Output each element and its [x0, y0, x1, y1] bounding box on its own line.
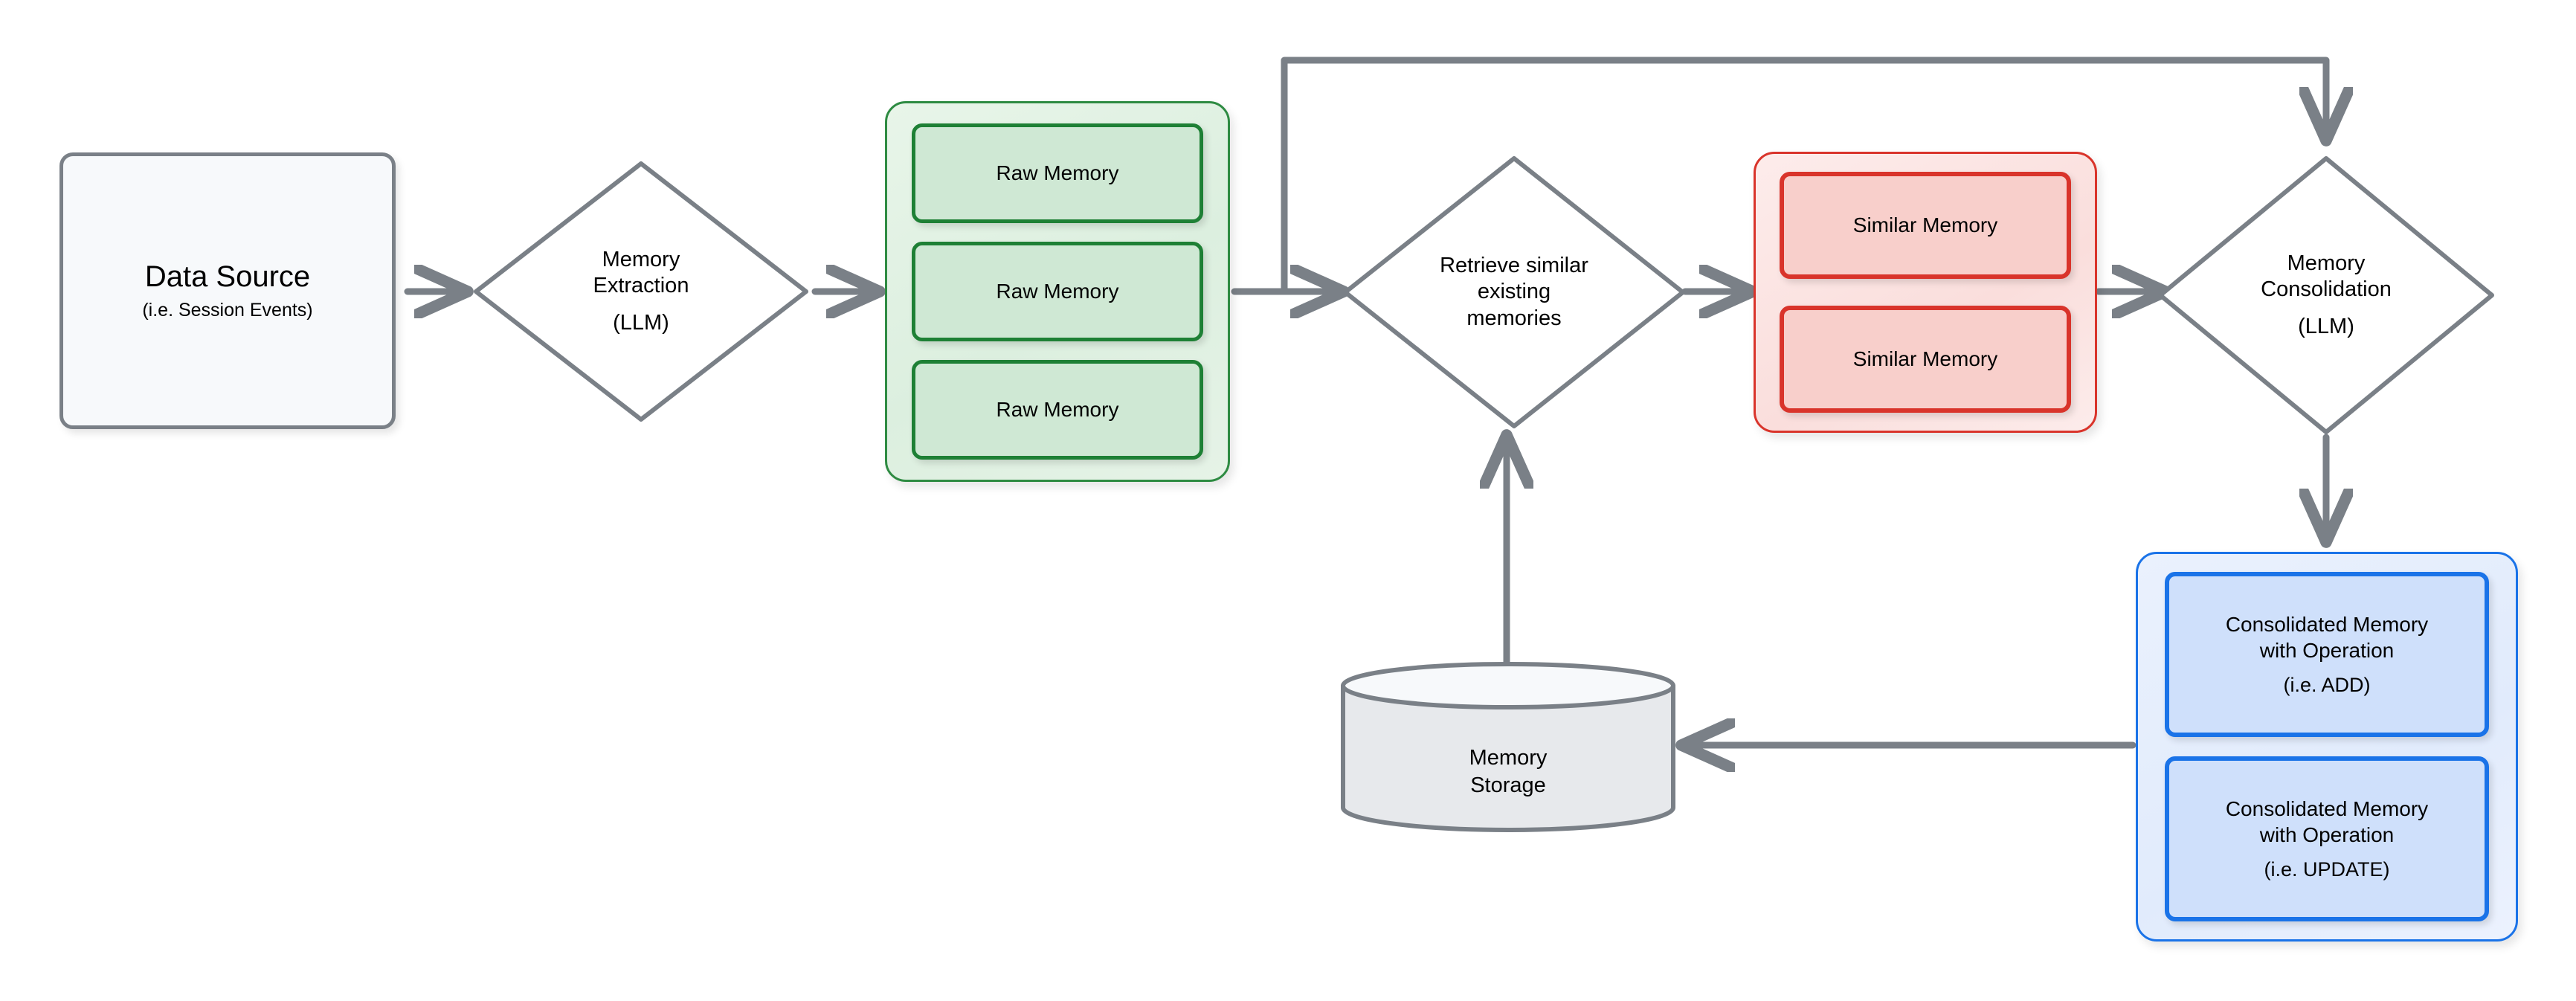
memory-consolidation-subtitle: (LLM)	[2298, 314, 2354, 338]
chip-raw-memory-2[interactable]: Raw Memory	[912, 242, 1203, 341]
chip-similar-memory-1[interactable]: Similar Memory	[1780, 172, 2071, 279]
memory-consolidation-line1: Memory	[2287, 251, 2366, 275]
node-data-source[interactable]: Data Source (i.e. Session Events)	[59, 152, 396, 429]
memory-extraction-subtitle: (LLM)	[613, 310, 669, 335]
group-consolidated-memory[interactable]: Consolidated Memory with Operation (i.e.…	[2136, 552, 2518, 942]
consolidated-memory-update-line2: with Operation	[2259, 823, 2395, 846]
node-memory-extraction[interactable]: Memory Extraction (LLM)	[470, 158, 812, 425]
consolidated-memory-update-subtitle: (i.e. UPDATE)	[2264, 857, 2390, 881]
memory-storage-line1: Memory	[1469, 746, 1548, 770]
consolidated-memory-add-line1: Consolidated Memory	[2225, 613, 2429, 637]
retrieve-similar-label: Retrieve similar existing memories	[1371, 153, 1657, 431]
memory-storage-label: Memory Storage	[1339, 660, 1678, 858]
retrieve-similar-line1: Retrieve similar	[1440, 253, 1588, 277]
raw-memory-label-3: Raw Memory	[996, 397, 1119, 421]
memory-consolidation-label: Memory Consolidation (LLM)	[2189, 153, 2463, 437]
consolidated-memory-add-line2: with Operation	[2259, 638, 2395, 662]
raw-memory-label-1: Raw Memory	[996, 161, 1119, 184]
chip-raw-memory-1[interactable]: Raw Memory	[912, 123, 1203, 223]
group-raw-memory[interactable]: Raw Memory Raw Memory Raw Memory	[885, 101, 1230, 482]
group-similar-memory[interactable]: Similar Memory Similar Memory	[1754, 152, 2097, 433]
consolidated-memory-add-subtitle: (i.e. ADD)	[2283, 673, 2371, 696]
similar-memory-label-2: Similar Memory	[1852, 347, 1998, 370]
raw-memory-label-2: Raw Memory	[996, 279, 1119, 303]
node-retrieve-similar-memories[interactable]: Retrieve similar existing memories	[1340, 153, 1688, 431]
node-memory-storage[interactable]: Memory Storage	[1339, 660, 1678, 833]
memory-storage-cylinder-shape	[1341, 662, 1675, 832]
data-source-title: Data Source	[144, 260, 311, 294]
similar-memory-label-1: Similar Memory	[1852, 213, 1998, 236]
memory-consolidation-diamond-shape	[2158, 156, 2494, 434]
node-memory-consolidation[interactable]: Memory Consolidation (LLM)	[2155, 153, 2497, 437]
data-source-subtitle: (i.e. Session Events)	[142, 299, 313, 321]
chip-raw-memory-3[interactable]: Raw Memory	[912, 360, 1203, 460]
consolidated-memory-update-line1: Consolidated Memory	[2225, 797, 2429, 821]
memory-storage-line2: Storage	[1470, 773, 1546, 797]
memory-extraction-line1: Memory	[602, 247, 680, 271]
chip-similar-memory-2[interactable]: Similar Memory	[1780, 306, 2071, 413]
memory-extraction-label: Memory Extraction (LLM)	[518, 158, 764, 425]
retrieve-similar-diamond-shape	[1343, 156, 1685, 428]
memory-consolidation-line2: Consolidation	[2261, 277, 2392, 302]
memory-extraction-line2: Extraction	[593, 274, 689, 298]
memory-extraction-diamond-shape	[474, 161, 808, 422]
chip-consolidated-memory-add[interactable]: Consolidated Memory with Operation (i.e.…	[2165, 572, 2489, 737]
retrieve-similar-line2: existing	[1477, 280, 1551, 304]
chip-consolidated-memory-update[interactable]: Consolidated Memory with Operation (i.e.…	[2165, 756, 2489, 921]
retrieve-similar-line3: memories	[1466, 306, 1562, 330]
